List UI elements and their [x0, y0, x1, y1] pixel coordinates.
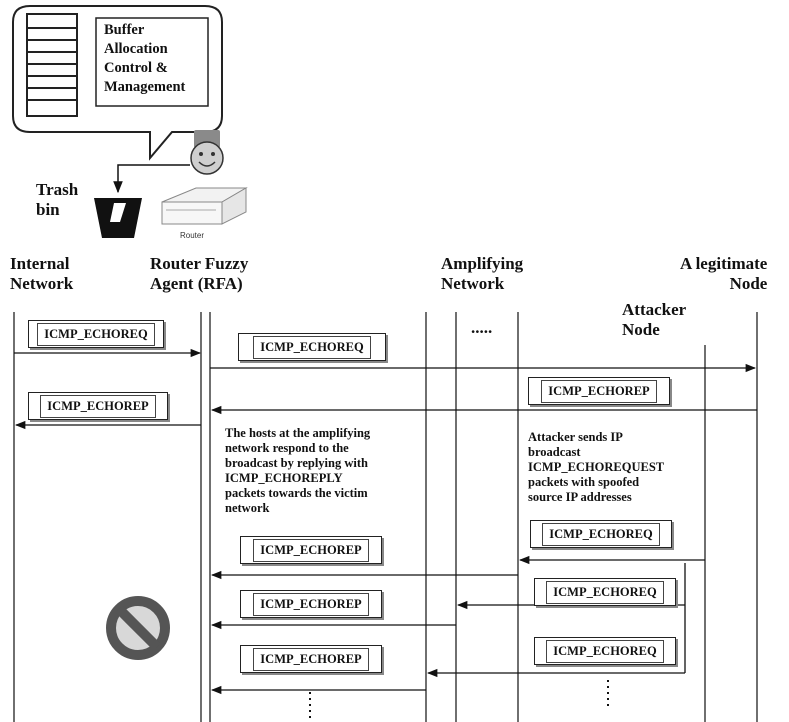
note-hosts-respond: The hosts at the amplifying network resp… — [225, 426, 370, 516]
message-m8-label: ICMP_ECHOREP — [253, 593, 368, 616]
column-attacker-node: Attacker Node — [622, 300, 686, 340]
router-icon — [162, 188, 246, 224]
message-m1-label: ICMP_ECHOREQ — [37, 323, 154, 346]
message-m10: ICMP_ECHOREP — [240, 645, 382, 673]
discard-arrow — [118, 165, 190, 192]
trash-bin-icon — [94, 198, 142, 238]
message-m4: ICMP_ECHOREP — [28, 392, 168, 420]
message-m3-label: ICMP_ECHOREP — [541, 380, 656, 403]
agent-face-icon — [191, 130, 223, 174]
message-m7-label: ICMP_ECHOREQ — [546, 581, 663, 604]
message-m7: ICMP_ECHOREQ — [534, 578, 676, 606]
amplifying-dots: ..... — [471, 318, 492, 338]
message-m10-label: ICMP_ECHOREP — [253, 648, 368, 671]
column-internal-network: Internal Network — [10, 254, 73, 294]
message-m8: ICMP_ECHOREP — [240, 590, 382, 618]
message-m9: ICMP_ECHOREQ — [534, 637, 676, 665]
message-m9-label: ICMP_ECHOREQ — [546, 640, 663, 663]
message-m5-label: ICMP_ECHOREQ — [542, 523, 659, 546]
message-m6: ICMP_ECHOREP — [240, 536, 382, 564]
message-m6-label: ICMP_ECHOREP — [253, 539, 368, 562]
message-m5: ICMP_ECHOREQ — [530, 520, 672, 548]
column-legitimate-node: A legitimate Node — [680, 254, 767, 294]
trash-bin-label: Trash bin — [36, 180, 78, 220]
column-amplifying-network: Amplifying Network — [441, 254, 523, 294]
bubble-text: Buffer Allocation Control & Management — [104, 21, 185, 97]
message-m3: ICMP_ECHOREP — [528, 377, 670, 405]
message-m2-label: ICMP_ECHOREQ — [253, 336, 370, 359]
message-m1: ICMP_ECHOREQ — [28, 320, 164, 348]
note-attacker-sends: Attacker sends IP broadcast ICMP_ECHOREQ… — [528, 430, 664, 505]
message-m4-label: ICMP_ECHOREP — [40, 395, 155, 418]
blocked-icon — [111, 601, 165, 655]
router-label: Router — [180, 231, 204, 240]
message-m2: ICMP_ECHOREQ — [238, 333, 386, 361]
buffer-stack-icon — [27, 14, 77, 116]
column-router-fuzzy-agent: Router Fuzzy Agent (RFA) — [150, 254, 248, 294]
